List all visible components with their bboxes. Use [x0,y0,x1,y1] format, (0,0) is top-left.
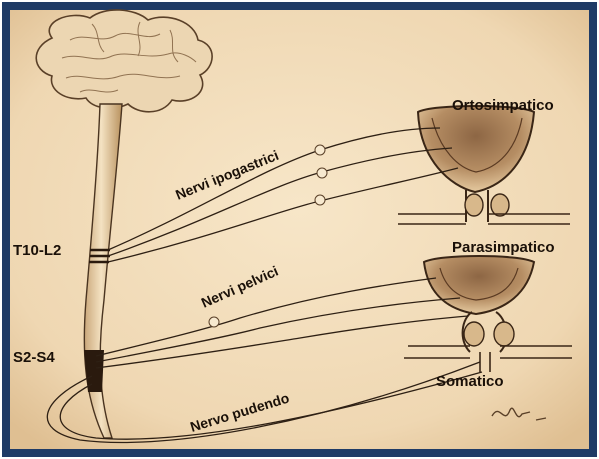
label-ortosimpatico: Ortosimpatico [452,97,554,114]
pelvic-ganglion [209,317,219,327]
label-s2-s4: S2-S4 [13,349,55,366]
label-t10-l2: T10-L2 [13,242,61,259]
label-parasimpatico: Parasimpatico [452,239,555,256]
label-somatico: Somatico [436,373,504,390]
